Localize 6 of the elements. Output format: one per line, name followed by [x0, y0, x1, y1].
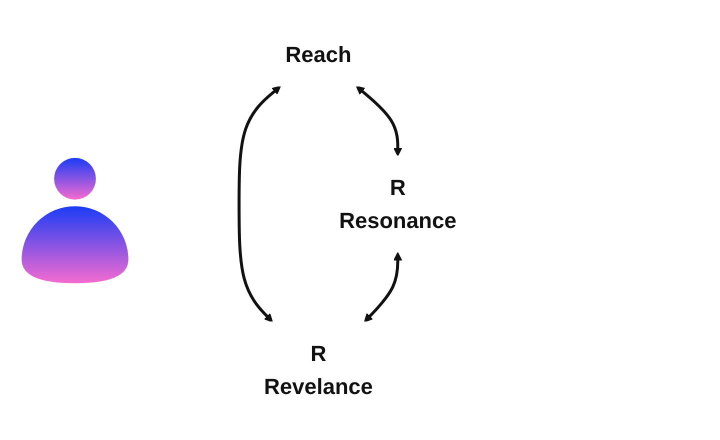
- node-text: R Revelance: [264, 340, 373, 398]
- node-text: R Resonance: [338, 174, 456, 232]
- arrow: [364, 252, 402, 322]
- node-text: Reach: [285, 42, 352, 66]
- arrow: [356, 85, 402, 156]
- arrow: [237, 85, 281, 322]
